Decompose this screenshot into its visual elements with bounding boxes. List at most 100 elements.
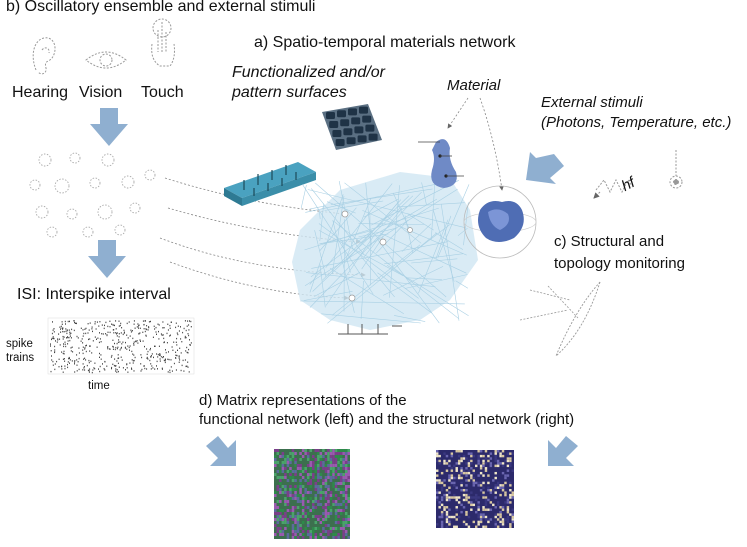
matrix-cell (304, 479, 307, 482)
spike-dot (188, 334, 190, 337)
matrix-cell (337, 503, 340, 506)
matrix-cell (489, 452, 493, 455)
matrix-cell (342, 530, 345, 533)
spike-dot (148, 326, 150, 329)
spike-dot (70, 347, 72, 349)
spike-dot (124, 331, 125, 333)
matrix-cell (496, 462, 500, 465)
spike-dot (134, 356, 136, 359)
matrix-cell (455, 467, 458, 470)
matrix-cell (301, 485, 305, 488)
spike-dot (185, 329, 187, 332)
matrix-cell (332, 503, 335, 506)
matrix-cell (472, 503, 475, 507)
matrix-cell (501, 523, 505, 526)
spike-dot (176, 354, 178, 357)
matrix-cell (317, 536, 320, 539)
matrix-cell (339, 512, 343, 515)
matrix-cell (284, 491, 287, 494)
matrix-cell (329, 506, 333, 509)
spike-dot (57, 338, 59, 340)
matrix-cell (279, 530, 282, 533)
spike-dot (138, 324, 140, 326)
matrix-cell (436, 479, 439, 482)
spike-dot (76, 335, 78, 338)
matrix-cell (450, 496, 454, 499)
network-edge (363, 198, 399, 218)
matrix-cell (332, 494, 335, 497)
matrix-cell (339, 476, 343, 479)
matrix-cell (462, 523, 466, 526)
matrix-cell (453, 525, 456, 528)
matrix-cell (460, 484, 463, 487)
spike-dot (84, 369, 86, 371)
matrix-cell (501, 506, 505, 509)
spike-dot (68, 356, 70, 359)
matrix-cell (337, 536, 340, 539)
matrix-cell (306, 458, 310, 461)
spike-dot (126, 334, 128, 336)
network-edge (302, 184, 374, 295)
spike-dot (115, 328, 117, 330)
stimuli-label-1: External stimuli (541, 94, 643, 111)
matrix-cell (312, 530, 315, 533)
thermometer-icon (669, 150, 683, 189)
spike-dot (82, 346, 84, 348)
matrix-cell (450, 481, 454, 485)
matrix-cell (329, 461, 333, 464)
matrix-cell (482, 491, 485, 494)
matrix-cell (344, 473, 348, 476)
network-edge (319, 207, 357, 252)
matrix-cell (450, 515, 454, 519)
matrix-cell (324, 536, 328, 539)
matrix-cell (306, 500, 310, 503)
matrix-cell (448, 479, 451, 482)
spike-dot (109, 326, 111, 328)
spike-dot (84, 348, 86, 350)
spike-dot (78, 352, 80, 354)
matrix-cell (448, 464, 451, 468)
matrix-cell (482, 462, 485, 465)
matrix-cell (329, 494, 333, 497)
matrix-cell (294, 479, 297, 482)
matrix-cell (477, 515, 480, 519)
spike-dot (163, 359, 165, 362)
matrix-cell (304, 452, 307, 455)
matrix-cell (496, 450, 500, 453)
matrix-cell (276, 449, 280, 452)
spike-dot (132, 360, 134, 362)
spike-dot (136, 326, 138, 328)
matrix-cell (347, 515, 350, 518)
matrix-cell (324, 530, 328, 533)
matrix-cell (494, 457, 497, 460)
matrix-cell (440, 525, 444, 528)
spike-dot (71, 346, 73, 348)
spike-dot (121, 359, 123, 361)
spike-dot (148, 326, 150, 328)
matrix-cell (301, 449, 305, 452)
spike-dot (53, 328, 55, 330)
matrix-cell (347, 452, 350, 455)
spike-dot (180, 326, 181, 328)
matrix-cell (334, 476, 338, 479)
matrix-cell (317, 527, 320, 530)
matrix-cell (453, 484, 456, 487)
spike-dot (117, 346, 119, 348)
network-edge (455, 280, 469, 289)
spike-dot (145, 334, 147, 336)
matrix-cell (324, 467, 328, 470)
matrix-cell (332, 461, 335, 464)
spike-dot (183, 370, 185, 372)
spike-dot (109, 331, 111, 334)
spike-dot (165, 349, 166, 351)
matrix-cell (457, 454, 461, 458)
spike-dot (61, 351, 63, 353)
matrix-cell (324, 506, 328, 509)
matrix-cell (317, 485, 320, 488)
matrix-cell (291, 509, 295, 512)
matrix-cell (291, 476, 295, 479)
spike-dot (82, 342, 84, 344)
matrix-cell (274, 533, 277, 536)
matrix-cell (317, 455, 320, 458)
spike-dot (76, 354, 78, 356)
